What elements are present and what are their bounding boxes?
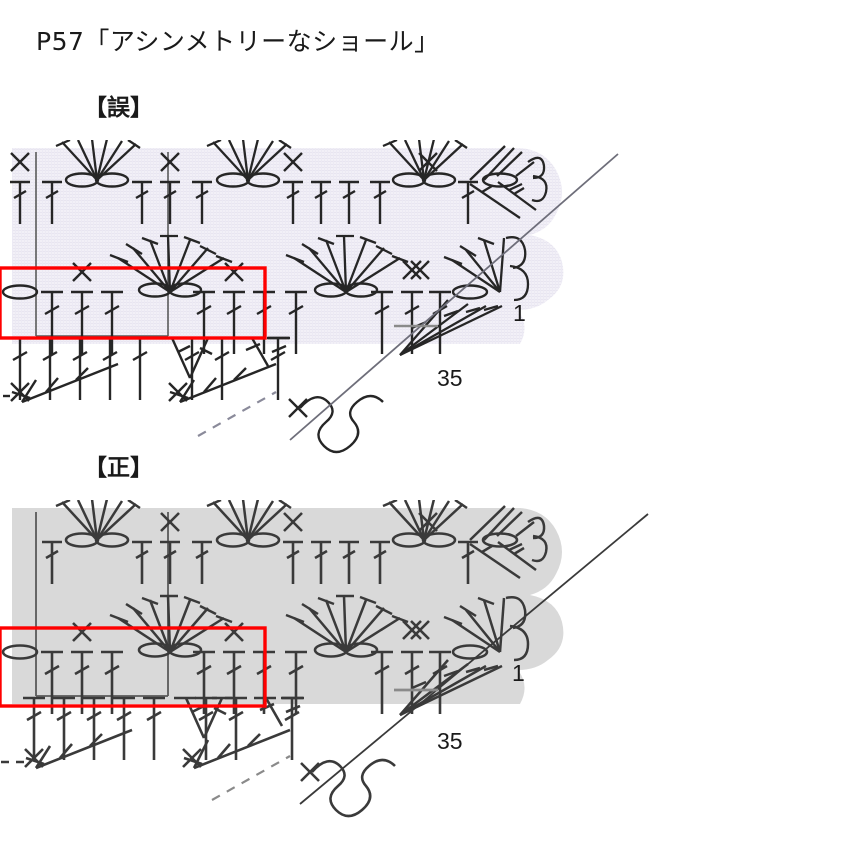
stitch-row-lower-correct xyxy=(0,696,396,818)
page-title: P57「アシンメトリーなショール」 xyxy=(36,27,440,56)
stitch-row-top-wrong xyxy=(8,140,548,226)
diagonal-guide-line xyxy=(289,153,619,441)
diagonal-guide-line xyxy=(299,513,649,805)
row-number-bottom: 35 xyxy=(437,365,463,391)
row-number-top: 1 xyxy=(512,660,525,686)
row-number-bottom: 35 xyxy=(437,728,463,754)
stitch-row-middle-correct xyxy=(109,594,530,662)
section-label-right: 【正】 xyxy=(84,455,153,481)
crochet-chart-wrong: 1 35 xyxy=(0,140,850,460)
chain-tail xyxy=(311,758,396,818)
shell-fan-cluster xyxy=(55,140,141,181)
shell-fan-cluster xyxy=(55,500,141,541)
crochet-chart-correct: 1 35 xyxy=(0,500,850,820)
section-label-wrong: 【誤】 xyxy=(84,95,153,121)
stitch-row-top-correct xyxy=(40,500,548,586)
row-number-top: 1 xyxy=(513,300,526,326)
stitch-row-middle-wrong xyxy=(109,234,530,302)
highlight-rectangle xyxy=(0,626,267,708)
stitch-row-lower-wrong xyxy=(0,336,384,454)
highlight-rectangle xyxy=(0,266,267,340)
chain-tail xyxy=(299,394,384,454)
